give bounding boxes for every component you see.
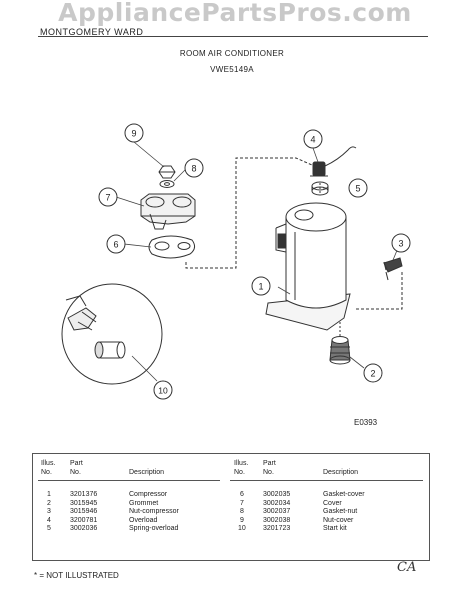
nut-cover-part [158, 165, 176, 179]
cell-illus: 8 [240, 508, 244, 515]
cover-part [140, 193, 196, 230]
callout-label: 8 [191, 164, 196, 174]
cell-desc: Gasket-nut [323, 508, 358, 515]
header-rule [38, 36, 428, 37]
callout-label: 1 [258, 282, 263, 292]
start-kit-detail [61, 283, 163, 385]
dashed-guide-left [185, 157, 313, 269]
model-number: VWE5149A [210, 65, 254, 74]
header-illus-right: Illus.No. [234, 460, 249, 476]
cell-illus: 6 [240, 491, 244, 498]
callout-label: 6 [113, 240, 118, 250]
cell-desc: Start kit [323, 525, 347, 532]
header-description-left: Description [129, 469, 165, 476]
cell-illus: 1 [47, 491, 51, 498]
cell-desc: Nut-cover [323, 516, 354, 524]
callout-label: 5 [355, 184, 360, 194]
diagram-code: E0393 [354, 418, 378, 427]
cell-desc: Gasket-cover [323, 491, 365, 498]
callout-4: 4 [303, 129, 323, 149]
callout-10: 10 [153, 380, 173, 400]
cell-desc: Overload [129, 516, 158, 524]
callout-label: 7 [105, 193, 110, 203]
callout-8: 8 [184, 158, 204, 178]
cell-part: 3002035 [263, 491, 291, 498]
callout-label: 3 [398, 239, 403, 249]
callout-1: 1 [251, 276, 271, 296]
exploded-parts-diagram: 9 8 7 6 4 5 3 1 2 10 [61, 123, 411, 400]
header-rule-left [38, 480, 220, 481]
callout-label: 9 [131, 129, 136, 139]
cell-illus: 2 [47, 499, 51, 507]
cell-desc: Nut-compressor [129, 508, 179, 515]
cell-illus: 7 [240, 499, 244, 507]
document-title: ROOM AIR CONDITIONER [179, 49, 285, 58]
watermark: AppliancePartsPros.com [58, 0, 412, 27]
header-description-right: Description [323, 469, 359, 476]
brand-name: MONTGOMERY WARD [40, 27, 144, 37]
leader-lines [115, 141, 399, 382]
cell-part: 3015946 [70, 508, 98, 515]
dashed-guide-right [354, 272, 403, 310]
gasket-nut-part [159, 180, 175, 188]
callout-3: 3 [391, 233, 411, 253]
cell-desc: Cover [323, 499, 342, 507]
cell-part: 3201376 [70, 491, 98, 498]
cell-part: 3201723 [263, 525, 291, 532]
callout-label: 4 [310, 135, 315, 145]
compressor-part [265, 202, 351, 331]
callout-9: 9 [124, 123, 144, 143]
cell-desc: Compressor [129, 491, 168, 498]
callout-label: 2 [370, 369, 375, 379]
cell-illus: 3 [47, 508, 51, 515]
cell-part: 3002034 [263, 499, 291, 507]
header-illus-left: Illus.No. [41, 460, 56, 476]
cell-illus: 10 [238, 525, 246, 532]
cell-part: 3002038 [263, 516, 291, 524]
callout-6: 6 [106, 234, 126, 254]
spring-overload-part [311, 181, 329, 196]
overload-part [310, 146, 357, 177]
cell-part: 3200781 [70, 516, 98, 524]
cell-illus: 5 [47, 525, 51, 532]
cell-part: 3002036 [70, 525, 98, 532]
callout-7: 7 [98, 187, 118, 207]
nut-compressor-part [383, 257, 403, 281]
cell-part: 3002037 [263, 508, 291, 515]
cell-part: 3015945 [70, 499, 98, 507]
cell-desc: Grommet [129, 499, 159, 507]
handwritten-initials: CA [397, 560, 417, 575]
cell-illus: 9 [240, 516, 244, 524]
header-rule-right [230, 480, 423, 481]
callout-2: 2 [363, 363, 383, 383]
cell-illus: 4 [47, 516, 51, 524]
footnote: * = NOT ILLUSTRATED [34, 571, 119, 580]
callout-label: 10 [158, 386, 168, 396]
gasket-cover-part [148, 235, 196, 259]
callout-5: 5 [348, 178, 368, 198]
cell-desc: Spring-overload [129, 525, 179, 532]
grommet-part [329, 336, 351, 365]
